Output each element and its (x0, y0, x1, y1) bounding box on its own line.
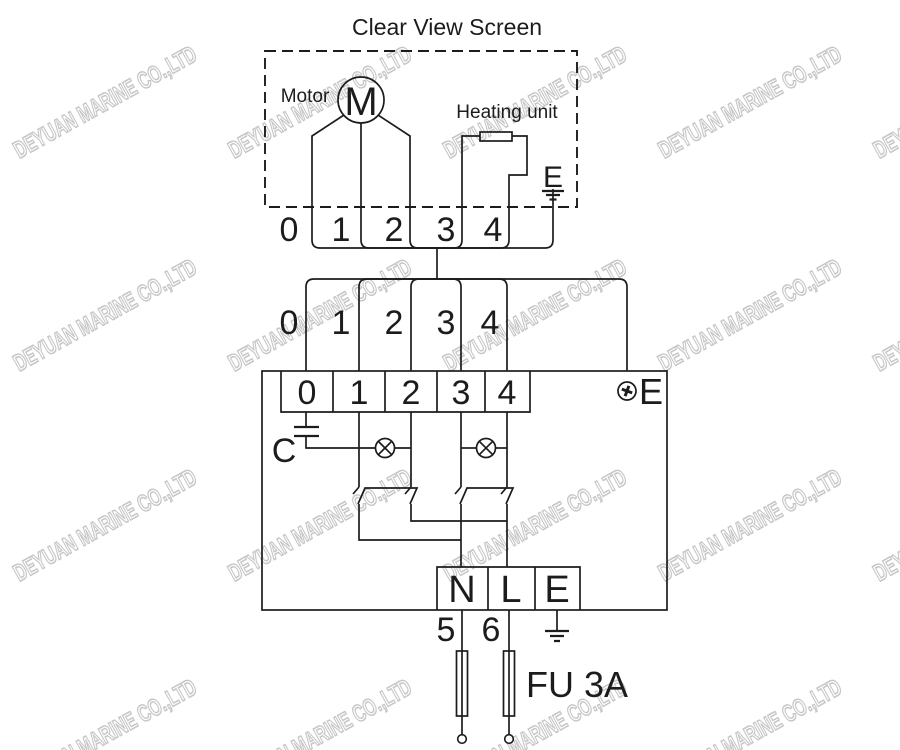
watermark-text: DEYUAN MARINE CO.,LTD (9, 674, 201, 750)
diagram-title: Clear View Screen (352, 14, 542, 40)
wire-label: 3 (437, 211, 456, 249)
wire-to-terminal-1 (358, 278, 437, 371)
switch-contacts (352, 486, 515, 505)
wire-to-terminal-2 (410, 278, 437, 371)
indicator-lamps (374, 437, 507, 459)
watermark-text: DEYUAN MARINE CO.,LTD (224, 674, 416, 750)
wire-label: 3 (437, 304, 456, 342)
switch-bridge (357, 487, 419, 505)
terminal-strip-dividers (332, 371, 486, 412)
supply-section: 5 6 FU 3A (437, 610, 628, 745)
cable-fanout-wires (305, 278, 628, 371)
watermark-text: DEYUAN MARINE CO.,LTD (439, 254, 631, 377)
wire-label: 0 (280, 304, 299, 342)
capacitor-label: C (272, 432, 297, 470)
fuse-icon (502, 650, 516, 717)
power-terminal-e: E (544, 569, 569, 611)
terminal-drop-wires (358, 412, 508, 487)
wire-label: 2 (385, 304, 404, 342)
supply-wire-label-5: 5 (437, 611, 456, 649)
terminal-4: 4 (498, 374, 517, 412)
supply-wire-label-6: 6 (482, 611, 501, 649)
watermark-text: DEYUAN MARINE CO.,LTD (654, 41, 846, 164)
watermark-text: DEYUAN MARINE CO.,LTD (9, 464, 201, 587)
fuse-icon (455, 650, 469, 717)
watermark-text: DEYUAN MARINE CO.,LTD (9, 254, 201, 377)
wire-earth (437, 189, 554, 249)
earth-screw-icon (617, 381, 637, 401)
capacitor-icon (294, 425, 319, 438)
earth-screw: E (617, 371, 663, 412)
terminal-strip-outline (280, 371, 531, 413)
wire-to-earth-screw (437, 278, 628, 371)
motor-symbol: M (344, 80, 377, 124)
watermark-text: DEYUAN MARINE CO.,LTD (224, 464, 416, 587)
earth-screw-cross-icon (621, 385, 633, 397)
watermark-text: DEYUAN MARINE CO.,LTD (869, 464, 900, 587)
capacitor-branch: C (272, 412, 375, 470)
wire-label: 0 (280, 211, 299, 249)
lamp-cross-icon (478, 440, 494, 456)
controller-outline (261, 370, 668, 611)
wire-label: 4 (481, 304, 500, 342)
motor-label: Motor (281, 86, 330, 107)
watermark-text: DEYUAN MARINE CO.,LTD (654, 464, 846, 587)
terminal-strip: 0 1 2 3 4 (280, 371, 531, 413)
controller-box: 0 1 2 3 4 E C (261, 370, 668, 611)
device-earth-label: E (543, 161, 563, 194)
earth-screw-label: E (639, 371, 663, 412)
power-terminal-l: L (500, 569, 521, 611)
wire-label: 4 (484, 211, 503, 249)
watermark-text: DEYUAN MARINE CO.,LTD (869, 254, 900, 377)
route-wire-1-n (358, 504, 461, 541)
capacitor-wire (305, 436, 375, 449)
lamp-cross-icon (377, 440, 393, 456)
wire-to-terminal-0 (305, 278, 437, 371)
power-terminal-outline (436, 566, 581, 610)
cable-top-labels: 0 1 2 3 4 (280, 211, 503, 249)
terminal-3: 3 (452, 374, 471, 412)
wire-end-terminal (456, 733, 468, 745)
switch-bridge (459, 487, 515, 505)
route-wire-2-l (410, 504, 507, 522)
wire-end-terminal (503, 733, 515, 745)
watermark-text: DEYUAN MARINE CO.,LTD (9, 41, 201, 164)
fuse-label: FU 3A (526, 664, 628, 705)
wire-motor-2 (377, 114, 437, 249)
heating-unit-label: Heating unit (456, 102, 558, 123)
terminal-1: 1 (350, 374, 369, 412)
watermark-text: DEYUAN MARINE CO.,LTD (869, 674, 900, 750)
watermark-text: DEYUAN MARINE CO.,LTD (869, 41, 900, 164)
wire-motor-0 (311, 114, 437, 249)
power-terminal-dividers (487, 567, 536, 610)
internal-routing-wires (358, 504, 508, 567)
cable-bottom-labels: 0 1 2 3 4 (280, 304, 500, 342)
terminal-2: 2 (402, 374, 421, 412)
ground-icon (545, 629, 569, 643)
wire-motor-1 (360, 123, 437, 249)
power-terminal-n: N (448, 569, 475, 611)
terminal-0: 0 (298, 374, 317, 412)
clear-view-screen-device: M Motor Heating unit E (264, 50, 578, 208)
device-enclosure-outline (264, 50, 578, 208)
wire-label: 1 (332, 211, 351, 249)
power-terminal-block: N L E (436, 566, 581, 611)
wire-label: 1 (332, 304, 351, 342)
watermark-text: DEYUAN MARINE CO.,LTD (654, 254, 846, 377)
watermark-text: DEYUAN MARINE CO.,LTD (654, 674, 846, 750)
wire-label: 2 (385, 211, 404, 249)
device-cable-wires (311, 114, 554, 279)
